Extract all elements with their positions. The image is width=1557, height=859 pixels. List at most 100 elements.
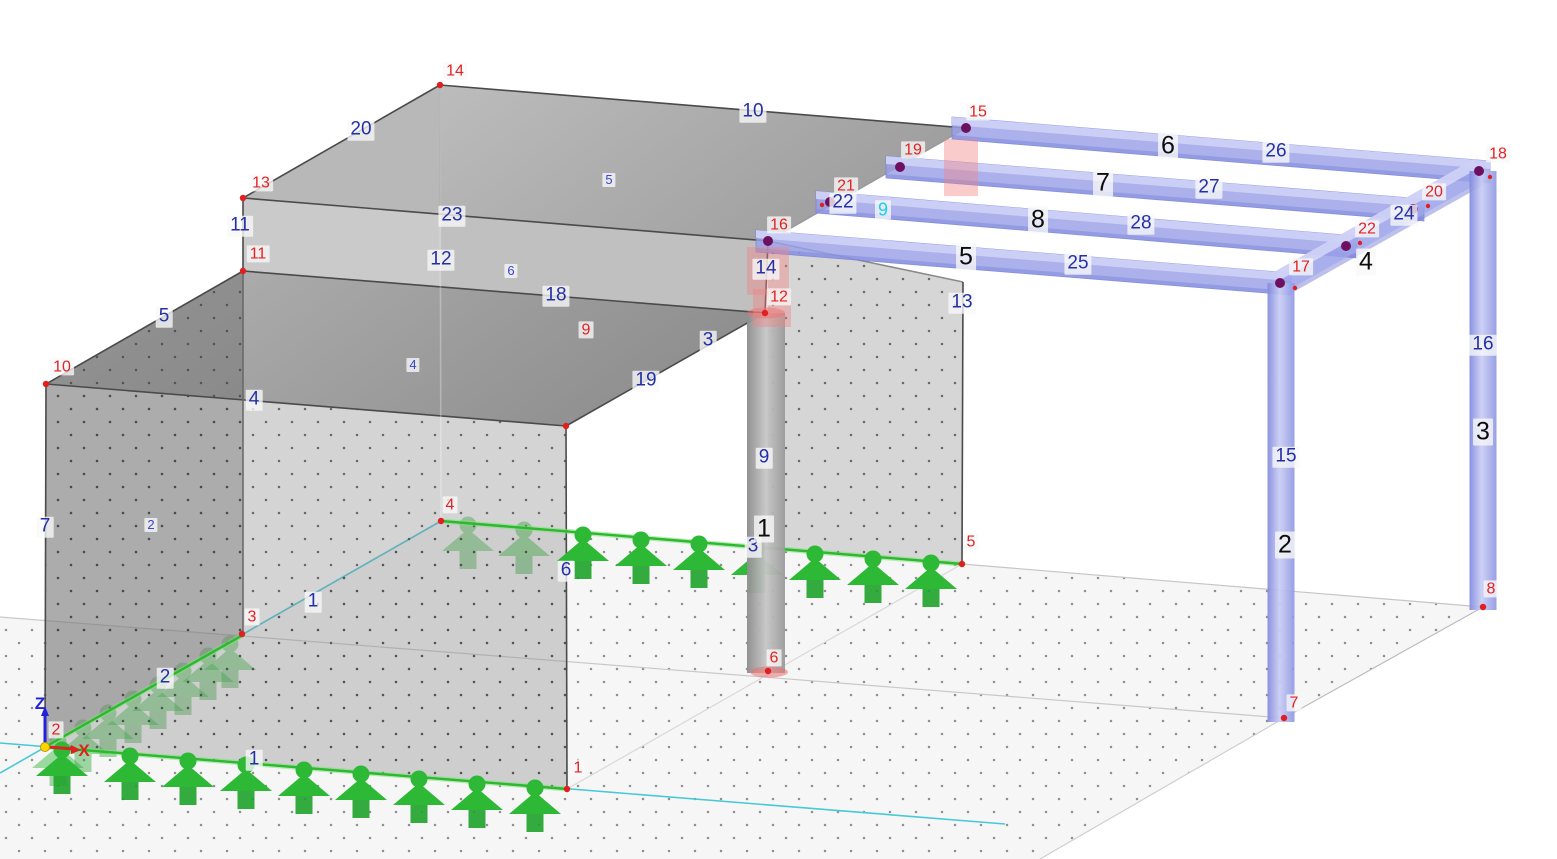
nodal-support-icon[interactable] xyxy=(36,741,88,795)
node-point[interactable] xyxy=(562,422,570,430)
line-label-11[interactable]: 11 xyxy=(227,215,253,237)
concrete-column[interactable] xyxy=(747,313,785,673)
line-label-3[interactable]: 3 xyxy=(699,330,717,352)
member-label-8[interactable]: 8 xyxy=(1028,206,1048,234)
nodal-support-icon[interactable] xyxy=(278,761,330,815)
node-point[interactable] xyxy=(763,236,773,246)
node-label-8[interactable]: 8 xyxy=(1483,580,1499,598)
node-label-19[interactable]: 19 xyxy=(901,141,925,159)
line-label-26[interactable]: 26 xyxy=(1262,141,1290,163)
member-label-6[interactable]: 6 xyxy=(1158,132,1178,160)
node-label-9[interactable]: 9 xyxy=(578,321,594,339)
surface-edge-line[interactable] xyxy=(242,197,769,242)
node-point[interactable] xyxy=(436,81,444,89)
frame-column-member[interactable] xyxy=(1267,283,1295,722)
node-label-15[interactable]: 15 xyxy=(966,103,990,121)
node-point[interactable] xyxy=(958,560,966,568)
nodal-support-icon[interactable] xyxy=(509,779,561,833)
line-label-23[interactable]: 23 xyxy=(438,205,466,227)
nodal-support-icon[interactable] xyxy=(789,545,841,599)
line-label-1[interactable]: 1 xyxy=(245,749,263,771)
nodal-support-icon[interactable] xyxy=(847,550,899,604)
node-label-6[interactable]: 6 xyxy=(766,649,782,667)
node-point[interactable] xyxy=(1474,166,1484,176)
node-label-14[interactable]: 14 xyxy=(443,62,467,80)
surface-edge-line[interactable] xyxy=(439,86,442,522)
surface-label-6[interactable]: 6 xyxy=(504,263,518,279)
surface-label-5[interactable]: 5 xyxy=(602,172,616,188)
surface-edge-line[interactable] xyxy=(565,425,568,790)
nodal-support-icon[interactable] xyxy=(335,765,387,819)
node-label-18[interactable]: 18 xyxy=(1486,145,1510,163)
nodal-support-icon[interactable] xyxy=(557,526,609,580)
node-point[interactable] xyxy=(238,630,246,638)
line-label-14[interactable]: 14 xyxy=(752,258,780,280)
line-label-2[interactable]: 2 xyxy=(156,667,174,689)
line-label-18[interactable]: 18 xyxy=(542,285,570,307)
nodal-support-icon[interactable] xyxy=(673,535,725,589)
nodal-support-icon[interactable] xyxy=(615,531,667,585)
line-label-27[interactable]: 27 xyxy=(1195,177,1223,199)
member-label-7[interactable]: 7 xyxy=(1093,169,1113,197)
line-label-24[interactable]: 24 xyxy=(1390,204,1418,226)
nodal-support-icon[interactable] xyxy=(104,747,156,801)
node-label-12[interactable]: 12 xyxy=(767,288,791,306)
surface-roof-gable[interactable] xyxy=(243,85,440,215)
node-label-22[interactable]: 22 xyxy=(1355,220,1379,238)
line-label-10[interactable]: 10 xyxy=(739,101,767,123)
line-label-25[interactable]: 25 xyxy=(1064,253,1092,275)
line-label-12[interactable]: 12 xyxy=(427,249,455,271)
node-point[interactable] xyxy=(239,194,247,202)
line-label-20[interactable]: 20 xyxy=(347,119,375,141)
node-label-13[interactable]: 13 xyxy=(249,174,273,192)
surface-edge-line[interactable] xyxy=(961,281,964,565)
node-point[interactable] xyxy=(1275,278,1285,288)
node-label-16[interactable]: 16 xyxy=(767,216,791,234)
line-label-5[interactable]: 5 xyxy=(155,306,173,328)
line-label-7[interactable]: 7 xyxy=(36,516,54,538)
node-point[interactable] xyxy=(895,162,905,172)
line-label-1[interactable]: 1 xyxy=(304,591,322,613)
frame-column-member[interactable] xyxy=(1469,171,1497,610)
node-point[interactable] xyxy=(1341,241,1351,251)
node-point[interactable] xyxy=(761,309,769,317)
surface-edge-line[interactable] xyxy=(767,127,967,242)
member-label-2[interactable]: 2 xyxy=(1275,531,1295,559)
node-label-1[interactable]: 1 xyxy=(570,759,586,777)
line-label-22[interactable]: 22 xyxy=(829,192,857,214)
node-label-4[interactable]: 4 xyxy=(442,496,458,514)
surface-band-right[interactable] xyxy=(440,215,768,313)
node-point[interactable] xyxy=(563,785,571,793)
member-label-1[interactable]: 1 xyxy=(754,515,774,543)
node-point[interactable] xyxy=(42,380,50,388)
surface-edge-line[interactable] xyxy=(565,312,766,427)
surface-edge-line[interactable] xyxy=(242,84,441,199)
node-point[interactable] xyxy=(1280,714,1288,722)
node-label-17[interactable]: 17 xyxy=(1289,258,1313,276)
nodal-support-icon[interactable] xyxy=(905,554,957,608)
surface-band-left[interactable] xyxy=(243,198,440,287)
node-point[interactable] xyxy=(437,517,445,525)
member-label-5[interactable]: 5 xyxy=(956,243,976,271)
line-label-13[interactable]: 13 xyxy=(948,292,976,314)
node-label-3[interactable]: 3 xyxy=(244,608,260,626)
nodal-support-icon[interactable] xyxy=(451,775,503,829)
line-label-6[interactable]: 6 xyxy=(557,560,575,582)
line-label-16[interactable]: 16 xyxy=(1469,334,1497,356)
node-label-21[interactable]: 21 xyxy=(834,177,858,195)
surface-edge-line[interactable] xyxy=(44,383,47,748)
line-support-line[interactable] xyxy=(44,633,244,749)
node-point[interactable] xyxy=(1479,603,1487,611)
node-point[interactable] xyxy=(961,123,971,133)
node-label-7[interactable]: 7 xyxy=(1286,694,1302,712)
surface-edge-line[interactable] xyxy=(45,270,244,385)
line-label-19[interactable]: 19 xyxy=(632,370,660,392)
node-label-2[interactable]: 2 xyxy=(48,721,64,739)
member-label-4[interactable]: 4 xyxy=(1356,248,1376,276)
edge-beam-member[interactable] xyxy=(1286,179,1488,295)
line-label-15[interactable]: 15 xyxy=(1272,446,1300,468)
node-label-5[interactable]: 5 xyxy=(963,533,979,551)
node-label-11[interactable]: 11 xyxy=(246,245,270,263)
